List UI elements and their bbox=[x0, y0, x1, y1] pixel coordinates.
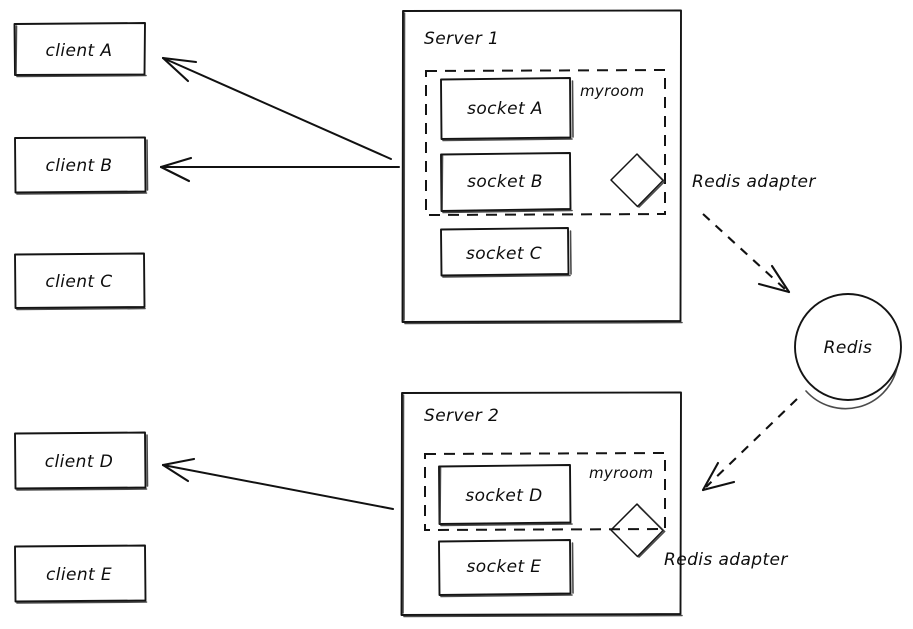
socket-label-b: socket B bbox=[467, 172, 543, 192]
socket-box-e[interactable]: socket E bbox=[438, 539, 574, 598]
adapter-diamond-icon-1[interactable] bbox=[610, 153, 666, 208]
server-2-group[interactable]: Server 2 myroom socket D socket E bbox=[400, 391, 683, 618]
socket-box-c[interactable]: socket C bbox=[440, 227, 572, 278]
room-label-server-2: myroom bbox=[589, 464, 653, 482]
client-box-e[interactable]: client E bbox=[14, 544, 148, 604]
arrow-server1-to-client-a bbox=[161, 56, 392, 160]
arrow-server1-to-redis bbox=[702, 213, 791, 294]
arrow-server1-to-client-b bbox=[159, 156, 400, 183]
socket-label-d: socket D bbox=[465, 486, 542, 506]
socket-label-e: socket E bbox=[467, 557, 542, 577]
redis-adapter-label-top: Redis adapter bbox=[692, 172, 816, 192]
room-label-server-1: myroom bbox=[580, 82, 644, 100]
socket-label-a: socket A bbox=[467, 99, 543, 119]
redis-label: Redis bbox=[824, 338, 873, 358]
redis-node[interactable]: Redis bbox=[794, 293, 902, 410]
redis-adapter-label-bottom: Redis adapter bbox=[664, 550, 788, 570]
client-label-a: client A bbox=[46, 41, 113, 61]
socket-label-c: socket C bbox=[466, 244, 542, 264]
client-box-c[interactable]: client C bbox=[14, 252, 146, 311]
server-1-label: Server 1 bbox=[424, 29, 499, 49]
client-label-d: client D bbox=[45, 452, 113, 472]
arrow-server2-to-client-d bbox=[161, 457, 394, 510]
server-2-label: Server 2 bbox=[424, 406, 499, 426]
server-1-group[interactable]: Server 1 myroom socket A socket B bbox=[401, 9, 683, 325]
client-label-c: client C bbox=[45, 272, 112, 292]
socket-box-a[interactable]: socket A bbox=[440, 77, 574, 142]
client-box-b[interactable]: client B bbox=[14, 136, 149, 195]
client-label-b: client B bbox=[46, 156, 113, 176]
room-myroom-server-2: myroom bbox=[424, 451, 666, 532]
socket-box-d[interactable]: socket D bbox=[438, 464, 573, 527]
arrow-redis-to-server2 bbox=[701, 398, 798, 492]
client-list: client A client B client C client D bbox=[13, 22, 149, 604]
client-label-e: client E bbox=[46, 565, 112, 585]
adapter-diamond-icon-2[interactable] bbox=[610, 503, 666, 558]
client-box-a[interactable]: client A bbox=[13, 22, 147, 78]
socket-box-b[interactable]: socket B bbox=[440, 152, 573, 214]
client-box-d[interactable]: client D bbox=[14, 431, 149, 491]
room-myroom-server-1: myroom bbox=[425, 68, 666, 217]
